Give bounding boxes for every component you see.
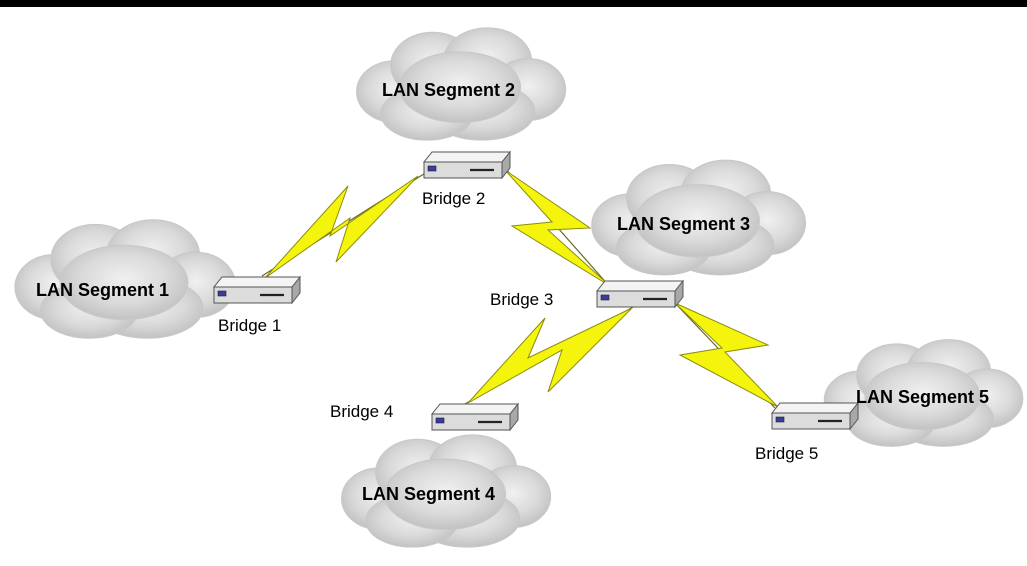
bridge-device-5 bbox=[770, 401, 860, 431]
bridge-device-4 bbox=[430, 402, 520, 432]
bridge-label-4: Bridge 4 bbox=[330, 402, 393, 421]
bridge-label-5: Bridge 5 bbox=[755, 444, 818, 463]
lightning-icon-1-2 bbox=[264, 175, 419, 279]
lan-segment-label-5: LAN Segment 5 bbox=[856, 387, 989, 407]
bridge-label-3: Bridge 3 bbox=[490, 290, 553, 309]
bridge-device-3 bbox=[595, 279, 685, 309]
lan-segment-label-1: LAN Segment 1 bbox=[36, 280, 169, 300]
bridge-label-2: Bridge 2 bbox=[422, 189, 485, 208]
lan-segment-label-2: LAN Segment 2 bbox=[382, 80, 515, 100]
lightning-bolts bbox=[264, 169, 779, 408]
bridge-device-2 bbox=[422, 150, 512, 180]
lan-segment-cloud-1 bbox=[14, 219, 237, 339]
lightning-icon-3-4 bbox=[467, 307, 633, 404]
lan-segment-label-4: LAN Segment 4 bbox=[362, 484, 495, 504]
lan-segment-label-3: LAN Segment 3 bbox=[617, 214, 750, 234]
bridge-label-1: Bridge 1 bbox=[218, 316, 281, 335]
bridge-device-1 bbox=[212, 275, 302, 305]
top-rule bbox=[0, 0, 1027, 7]
